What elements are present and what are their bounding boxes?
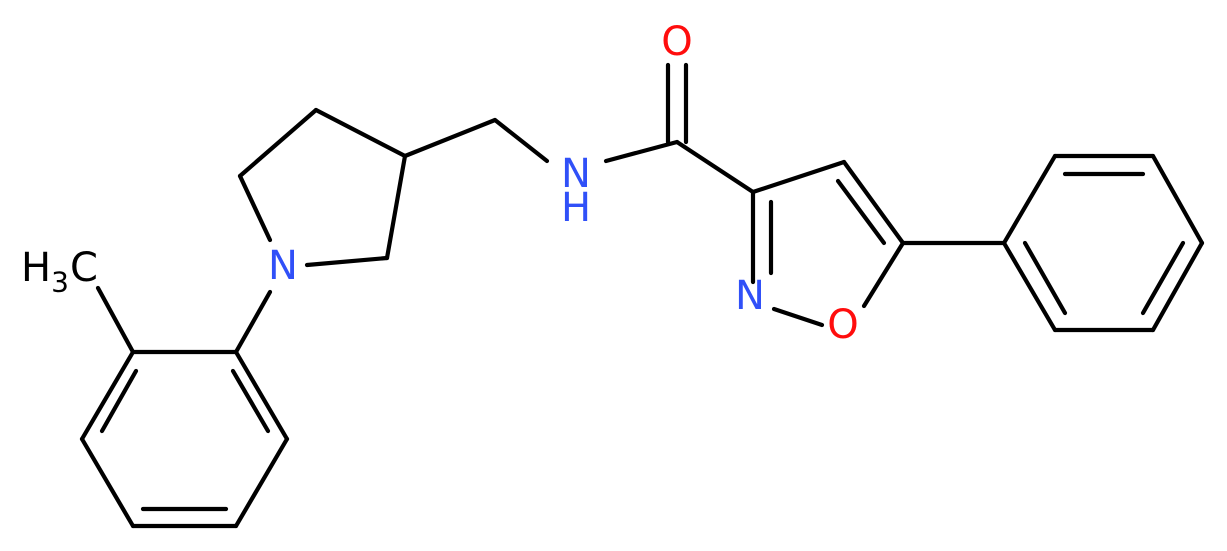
bond-pyr-c4-c5 [237, 107, 319, 179]
bond-tol-inner-c [230, 368, 271, 434]
bond-c-nh [603, 139, 680, 164]
bonds [79, 62, 1205, 529]
atom-amide-n: N [561, 151, 591, 197]
atom-isoxazole-n: N [735, 273, 765, 319]
bond-ph-6-1 [1001, 240, 1058, 333]
bond-isox-o-n [771, 306, 825, 328]
bond-tol-5-6 [233, 436, 290, 529]
atom-methyl-c: C [70, 245, 98, 291]
bond-c-c3 [674, 139, 756, 195]
bond-ph-inner-b [1140, 240, 1186, 316]
bond-isox-c4-c5 [841, 159, 906, 246]
atom-methyl-subscript: 3 [51, 266, 69, 299]
bond-isox-c5-o [861, 240, 906, 309]
bond-tol-3-4 [79, 436, 136, 529]
bond-ph-4-5 [1150, 240, 1205, 333]
bond-pyr-n-c2 [304, 255, 390, 268]
bond-ph-1-2 [1001, 153, 1058, 246]
bond-tol-2-3 [79, 349, 136, 442]
bond-pyr-c5-n [237, 173, 273, 243]
bond-methyl [95, 285, 136, 355]
bond-tol-inner-a [99, 368, 139, 434]
bond-pyr-c2-c3 [384, 153, 408, 261]
bond-nh-ch2 [492, 117, 550, 164]
bond-ph-inner-c [1022, 240, 1068, 316]
atom-methyl-h: H [21, 245, 51, 291]
bond-isox-c4-c5-inner [835, 178, 887, 246]
atom-pyrrolidine-n: N [268, 243, 298, 289]
atom-carbonyl-o: O [661, 19, 692, 65]
bond-ph-3-4 [1150, 153, 1205, 246]
bond-isox-c3-c4 [750, 159, 847, 195]
atom-amide-h: H [561, 185, 591, 231]
bond-tol-6-1 [233, 349, 290, 442]
atom-labels: O N H N N O H 3 C [21, 19, 859, 348]
bond-pyr-c3-c4 [313, 107, 408, 159]
atom-isoxazole-o: O [827, 302, 858, 348]
bond-n-aryl [233, 289, 273, 355]
bond-ch2-c3 [402, 117, 498, 159]
